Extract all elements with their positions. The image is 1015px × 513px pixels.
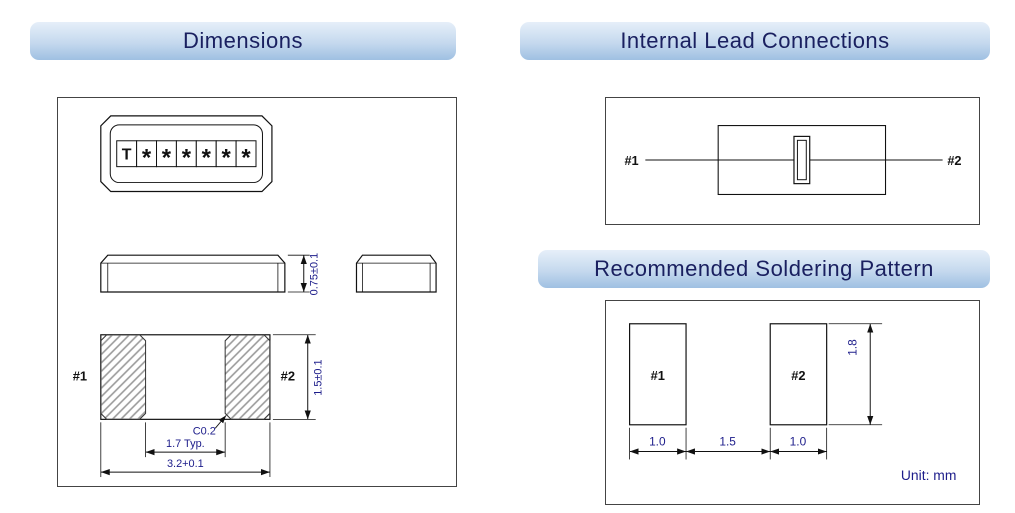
package-side-outline [100,254,286,293]
dimensions-title: Dimensions [183,28,303,53]
dim-width-text: 1.5±0.1 [313,359,325,395]
dim-height-text: 0.75±0.1 [309,253,321,296]
dim-width: 1.5±0.1 [272,334,325,420]
bottom-view: #1 #2 [73,334,295,420]
crystal-element-inner [796,139,807,181]
pad-1-hatched [100,334,147,420]
soldering-pattern-frame: #1 #2 1.0 1.5 1.0 1.8 Unit: mm [605,300,980,505]
internal-lead-connections-title: Internal Lead Connections [620,28,890,53]
marking-char: * [222,145,232,172]
pad-2-label: #2 [281,369,295,384]
lead-2-label: #2 [947,153,961,168]
pad-1-label: #1 [73,369,87,384]
marking-char: * [182,145,192,172]
soldering-pattern-svg: #1 #2 1.0 1.5 1.0 1.8 Unit: mm [629,323,956,483]
dimensions-drawing-frame: T * * * * * * 0. [57,97,457,487]
dim-length-text: 3.2+0.1 [167,458,204,470]
dim-gap-text: 1.5 [719,435,736,449]
dim-pad-height-text: 1.8 [845,339,859,356]
dim-horizontal: 1.0 1.5 1.0 [629,427,828,460]
solder-pad-1 [629,323,687,426]
package-top-lid [109,124,263,184]
dim-pad2-width-text: 1.0 [790,435,807,449]
dim-inner-pads: 1.7 Typ. [145,422,226,458]
marking-char: * [202,145,212,172]
leader-line [214,415,227,429]
dim-pad-height: 1.8 [828,323,883,426]
solder-pad-1-label: #1 [651,368,665,383]
unit-note: Unit: mm [901,467,956,483]
dim-height: 0.75±0.1 [287,253,321,296]
lead-1-label: #1 [624,153,638,168]
solder-pad-2-label: #2 [791,368,805,383]
end-view [355,254,437,293]
marking-cell [235,140,257,168]
marking-cells: T * * * * * * [116,140,257,172]
top-view: T * * * * * * [100,115,273,193]
dim-inner-pads-text: 1.7 Typ. [166,438,205,450]
marking-char: T [122,147,132,164]
internal-lead-connections-header: Internal Lead Connections [520,22,990,60]
dimensions-header: Dimensions [30,22,456,60]
soldering-pattern-title: Recommended Soldering Pattern [594,256,934,281]
package-outline [717,125,887,196]
dim-pad1-width-text: 1.0 [649,435,666,449]
marking-char: * [241,145,251,172]
side-view [100,254,286,293]
dimensions-drawing-svg: T * * * * * * 0. [73,115,437,478]
pad-2-hatched [224,334,271,420]
internal-lead-connections-frame: #1 #2 [605,97,980,225]
marking-char: * [162,145,172,172]
soldering-pattern-header: Recommended Soldering Pattern [538,250,990,288]
marking-char: * [142,145,152,172]
solder-pad-2 [769,323,828,426]
dim-length: 3.2+0.1 [100,422,271,478]
internal-lead-connections-svg: #1 #2 [624,125,962,196]
package-end-outline [355,254,437,293]
chamfer-text: C0.2 [193,425,216,437]
chamfer-callout: C0.2 [193,415,227,437]
